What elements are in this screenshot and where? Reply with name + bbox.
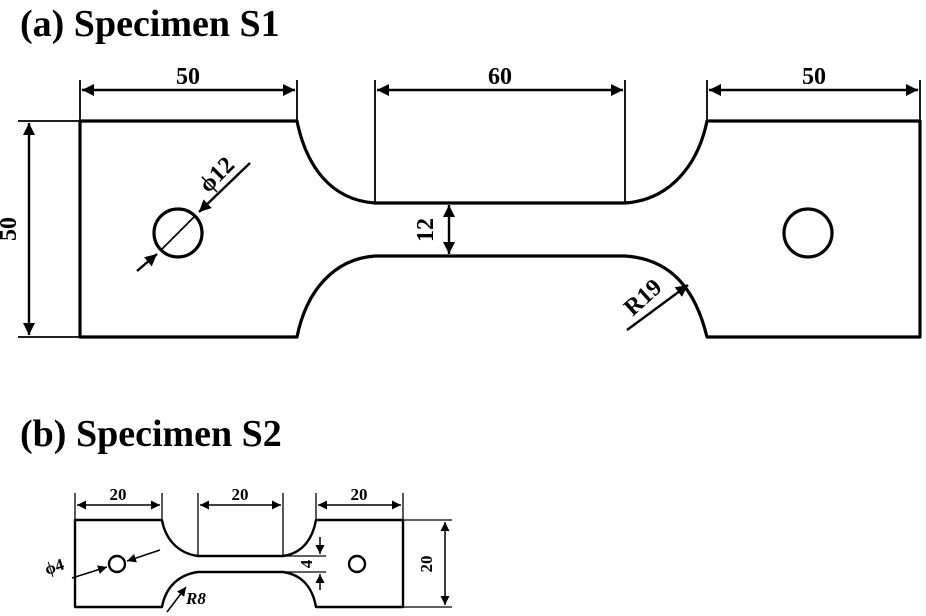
s2-left-hole (107, 554, 127, 574)
s1-title: (a) Specimen S1 (20, 3, 280, 45)
s1-dim-left-width: 50 (176, 64, 200, 90)
s2-dim-gauge-width: 4 (297, 559, 316, 568)
s2-title: (b) Specimen S2 (20, 413, 282, 455)
s1-dim-fillet-radius: R19 (619, 274, 667, 321)
s1-hole-diameter-line (160, 215, 196, 251)
s2-dim-fillet-radius: R8 (185, 589, 206, 608)
s1-dim-hole-diameter: ϕ12 (194, 152, 240, 198)
s1-dim-height: 50 (0, 217, 22, 241)
s2-dim-hole-diameter: ϕ4 (42, 555, 67, 579)
s2-extension-lines (74, 493, 452, 608)
s1-left-hole (152, 207, 204, 259)
s1-dim-gauge-width: 12 (413, 218, 439, 242)
s2-dim-center-length: 20 (232, 485, 249, 504)
s1-dim-right-width: 50 (802, 64, 826, 90)
s2-dim-left-width: 20 (110, 485, 127, 504)
s1-radius-leader (626, 284, 689, 331)
s2-hole-leader-left (71, 565, 108, 579)
s2-right-hole (347, 554, 367, 574)
s2-hole-leader-right (126, 549, 161, 563)
s1-dim-center-length: 60 (488, 64, 512, 90)
s1-extension-lines (18, 80, 921, 338)
s2-radius-leader (166, 586, 187, 613)
s1-right-hole (782, 207, 834, 259)
specimen-s2: (b) Specimen S2 20 20 20 20 (20, 413, 452, 613)
s1-outline (78, 119, 922, 339)
s1-hole-leader-upper (198, 162, 251, 213)
s1-hole-leader-lower (136, 253, 158, 272)
s2-dim-right-width: 20 (351, 485, 368, 504)
s2-dim-height: 20 (417, 556, 436, 573)
specimen-s1: (a) Specimen S1 50 60 50 50 (0, 3, 922, 339)
